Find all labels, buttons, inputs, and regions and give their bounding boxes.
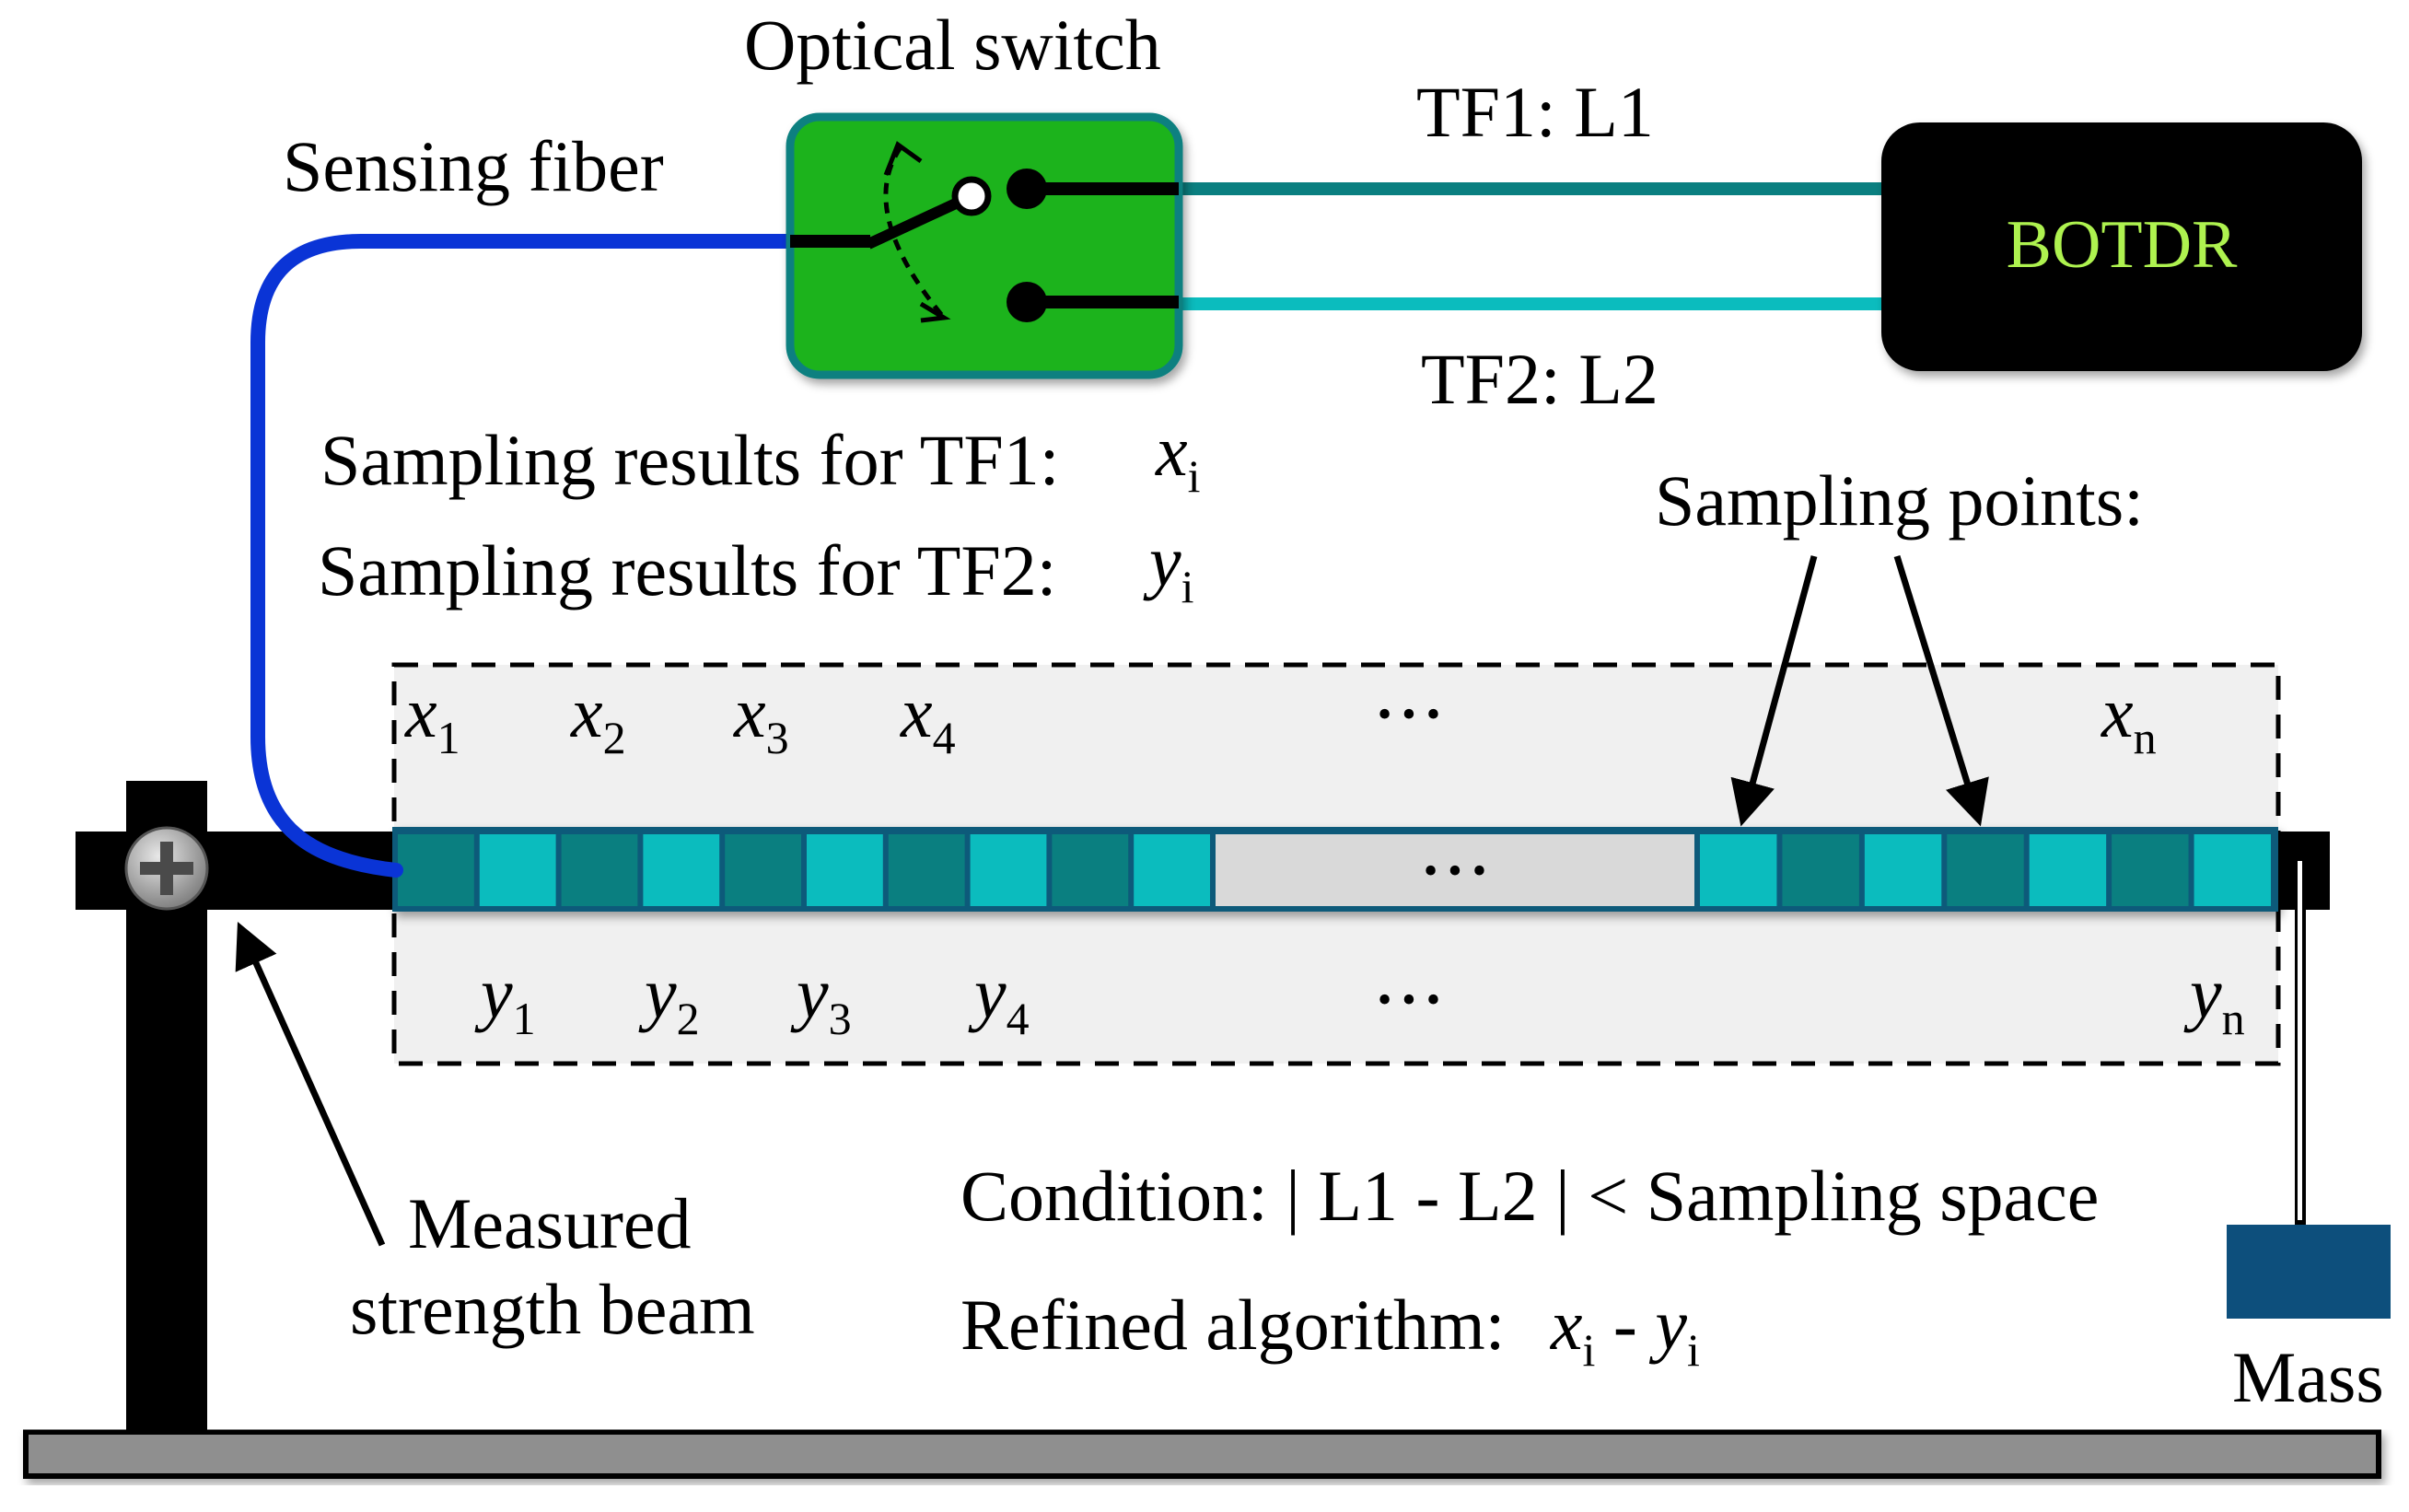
y-label-n: yn [2183, 953, 2245, 1044]
y-labels: y1 y2 y3 y4 yn [474, 953, 2245, 1044]
ground-base [23, 1429, 2381, 1479]
sampling-arrow-1 [1730, 555, 1818, 827]
botdr-device: BOTDR [1881, 122, 2362, 371]
mass-block [2227, 1225, 2391, 1319]
y-label-3: y3 [790, 953, 852, 1044]
optical-switch [786, 112, 1183, 379]
sensing-fiber-label: Sensing fiber [283, 126, 664, 206]
condition-text: Condition: | L1 - L2 | < Sampling space [960, 1156, 2099, 1236]
mass-label: Mass [2232, 1337, 2384, 1417]
x-label-3: x3 [733, 672, 789, 763]
left-segment-3 [561, 834, 638, 906]
left-segment-2 [479, 834, 556, 906]
left-segment-9 [1052, 834, 1129, 906]
right-segment-6 [2112, 834, 2189, 906]
x-labels: x1 x2 x3 x4 xn [404, 672, 2157, 763]
y-ellipsis: • • • [1378, 977, 1440, 1022]
right-segment-2 [1782, 834, 1859, 906]
measured-label: Measured [408, 1183, 692, 1263]
sensing-fiber [250, 234, 799, 878]
tf1-label: TF1: L1 [1416, 72, 1654, 152]
tf2-results-var: yi [1143, 521, 1194, 612]
x-label-n: xn [2101, 672, 2157, 763]
fiber-ellipsis: • • • [1424, 848, 1486, 893]
optical-switch-label: Optical switch [744, 5, 1161, 85]
tf2-results-label: Sampling results for TF2: [318, 530, 1056, 611]
y-label-1: y1 [474, 953, 536, 1044]
left-segment-4 [643, 834, 720, 906]
left-segment-10 [1134, 834, 1210, 906]
segment-ellipsis-block [1216, 834, 1694, 906]
left-segment-1 [398, 834, 474, 906]
screw-icon [124, 826, 209, 911]
x-label-1: x1 [404, 672, 460, 763]
y-label-4: y4 [968, 953, 1030, 1044]
tf2-label: TF2: L2 [1421, 339, 1658, 419]
sampling-points-label: Sampling points: [1655, 460, 2144, 541]
x-label-2: x2 [570, 672, 626, 763]
refined-algorithm-text: Refined algorithm: xi - yi [960, 1285, 1700, 1376]
beam-arrow [235, 922, 386, 1247]
left-segment-7 [888, 834, 965, 906]
right-segment-7 [2194, 834, 2271, 906]
right-segment-3 [1864, 834, 1942, 906]
strength-beam-label: strength beam [350, 1269, 755, 1349]
right-segment-4 [1947, 834, 2024, 906]
tf1-results-var: xi [1155, 411, 1201, 502]
x-ellipsis: • • • [1378, 692, 1440, 737]
x-label-4: x4 [900, 672, 956, 763]
right-segment-5 [2029, 834, 2107, 906]
sampling-arrow-2 [1893, 554, 1989, 827]
fiber-segments [398, 834, 2271, 906]
left-segment-6 [807, 834, 883, 906]
left-segment-8 [970, 834, 1047, 906]
tf1-results-label: Sampling results for TF1: [320, 420, 1059, 500]
botdr-label: BOTDR [2007, 207, 2238, 283]
y-label-2: y2 [638, 953, 700, 1044]
left-segment-5 [725, 834, 801, 906]
right-segment-1 [1700, 834, 1777, 906]
